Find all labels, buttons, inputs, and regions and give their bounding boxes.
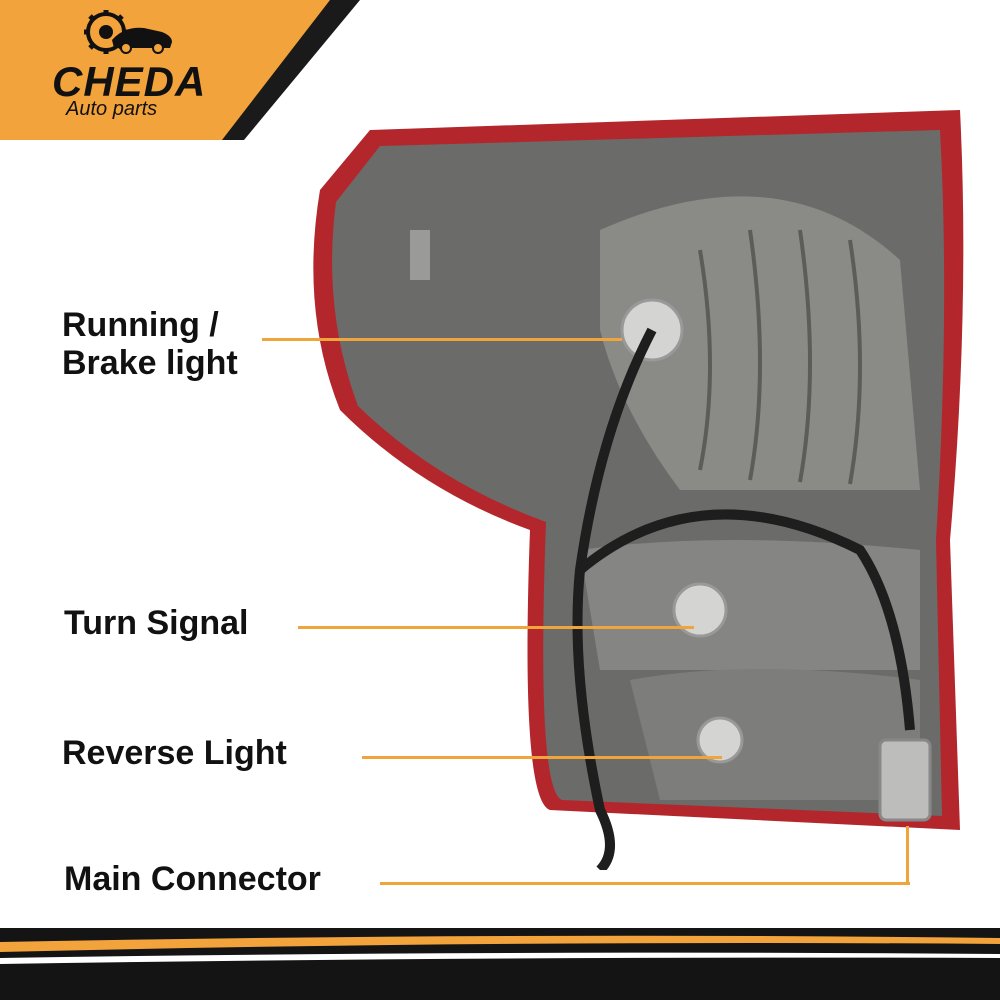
tail-light-photo <box>313 110 964 870</box>
reverse-light-label: Reverse Light <box>62 734 287 772</box>
car-gear-icon <box>84 10 172 54</box>
brand-banner <box>0 0 360 140</box>
brand-name: CHEDA <box>52 58 207 105</box>
turn-signal-leader-line <box>298 626 694 629</box>
reverse-light-leader-line <box>362 756 722 759</box>
bottom-decorative-stripe <box>0 928 1000 1000</box>
brand-subtitle: Auto parts <box>66 98 158 120</box>
main-connector-leader-line <box>380 882 910 885</box>
running-brake-light-label: Running / Brake light <box>62 306 238 382</box>
main-connector-label: Main Connector <box>64 860 321 898</box>
running-brake-leader-line <box>262 338 622 341</box>
main-connector-leader-riser <box>906 826 909 885</box>
turn-signal-label: Turn Signal <box>64 604 249 642</box>
